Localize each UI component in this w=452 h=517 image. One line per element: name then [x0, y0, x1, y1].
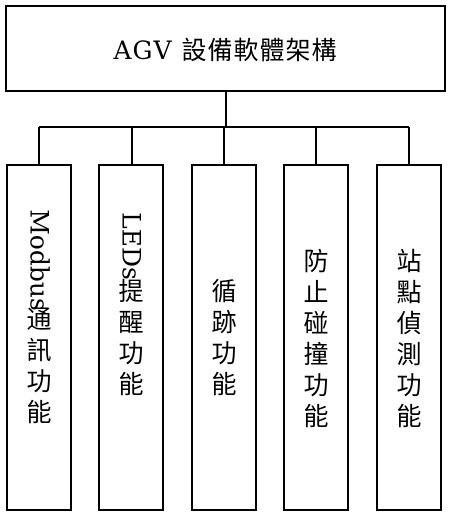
child-1-char-4: 能	[26, 398, 52, 427]
child-3-char-4: 能	[211, 370, 237, 399]
child-3-char-1: 循	[211, 277, 237, 306]
child-node-5: 站點偵測功能	[376, 164, 442, 511]
child-node-4: 防止碰撞功能	[283, 164, 349, 511]
child-2-latin-glyphs: LEDs	[116, 212, 146, 280]
child-2-char-2: 醒	[118, 308, 144, 337]
child-4-char-5: 功	[303, 371, 329, 400]
root-title: AGV 設備軟體架構	[113, 35, 338, 65]
child-5-char-3: 偵	[396, 309, 422, 338]
child-2-char-4: 能	[118, 370, 144, 399]
child-4-char-1: 防	[303, 247, 329, 276]
child-3-char-2: 跡	[211, 308, 237, 337]
child-5-char-6: 能	[396, 402, 422, 431]
child-5-char-4: 測	[396, 340, 422, 369]
child-5-char-5: 功	[396, 371, 422, 400]
child-node-3: 循跡功能	[191, 164, 257, 511]
child-4-char-3: 碰	[303, 309, 329, 338]
child-2-latin-text: LEDs	[100, 212, 162, 280]
child-1-char-3: 功	[26, 367, 52, 396]
root-node: AGV 設備軟體架構	[5, 5, 446, 92]
child-3-char-3: 功	[211, 339, 237, 368]
child-2-char-1: 提	[118, 277, 144, 306]
child-4-char-2: 止	[303, 278, 329, 307]
child-5-char-1: 站	[396, 247, 422, 276]
child-1-char-1: 通	[26, 305, 52, 334]
child-1-latin-glyphs: Modbus	[24, 209, 54, 311]
child-4-char-6: 能	[303, 402, 329, 431]
child-1-latin-text: Modbus	[8, 209, 70, 311]
child-2-char-3: 功	[118, 339, 144, 368]
child-1-char-2: 訊	[26, 336, 52, 365]
child-4-char-4: 撞	[303, 340, 329, 369]
child-label-5: 站點偵測功能	[378, 246, 440, 432]
child-label-4: 防止碰撞功能	[285, 246, 347, 432]
child-label-3: 循跡功能	[193, 276, 255, 400]
child-5-char-2: 點	[396, 278, 422, 307]
